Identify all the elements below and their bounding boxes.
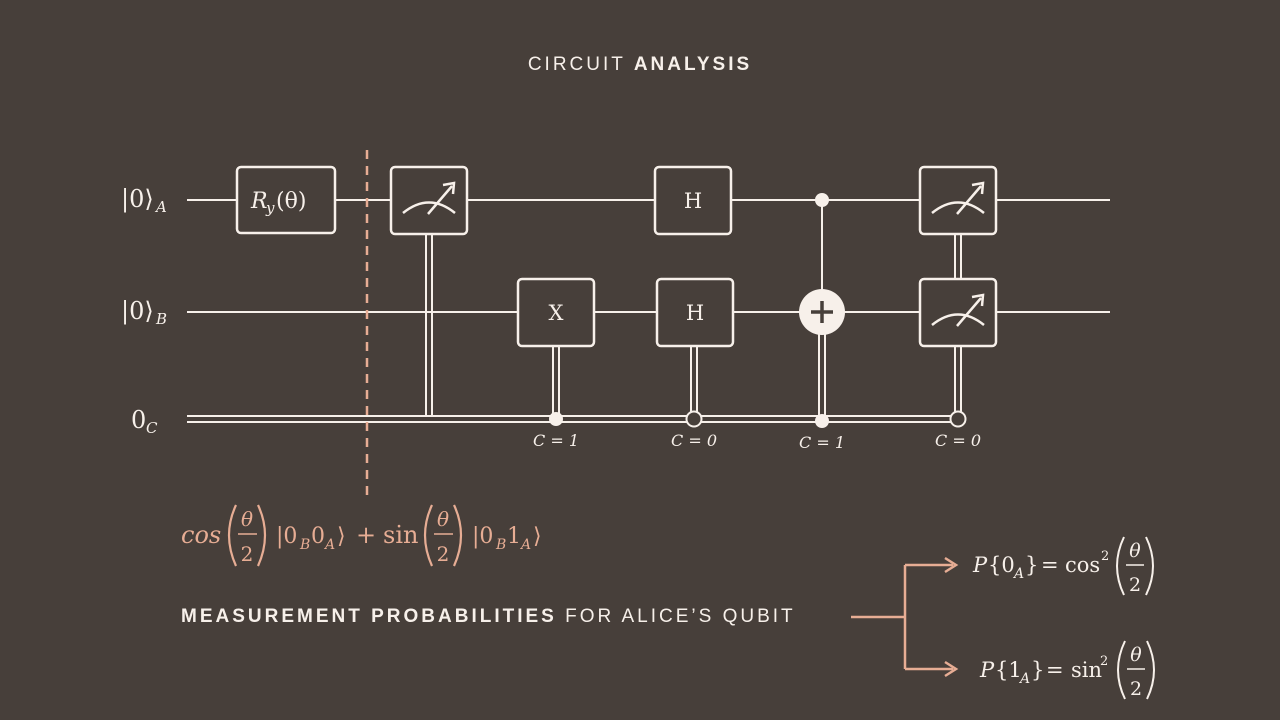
- condition-label-1: C = 1: [533, 431, 579, 450]
- condition-label-2: C = 0: [671, 431, 717, 450]
- cnot-control-dot: [815, 193, 829, 207]
- svg-text:|0: |0: [472, 524, 493, 549]
- probability-bracket: [851, 556, 959, 678]
- state-expression: cos θ 2 |0 B 0 A ⟩ + sin θ 2 |0 B 1: [181, 504, 542, 567]
- svg-text:2: 2: [241, 542, 254, 566]
- page-title: CIRCUIT ANALYSIS: [0, 54, 1280, 76]
- svg-text:P: P: [979, 658, 995, 682]
- measurement-bold: MEASUREMENT PROBABILITIES: [181, 606, 557, 627]
- svg-text:θ: θ: [241, 507, 253, 531]
- svg-text:(θ): (θ): [276, 189, 306, 214]
- measure-gate-final-a: [918, 165, 998, 236]
- svg-text:|0⟩: |0⟩: [121, 297, 154, 326]
- svg-text:{0: {0: [988, 553, 1015, 577]
- svg-text:⟩: ⟩: [533, 524, 542, 549]
- svg-text:A: A: [1012, 566, 1024, 582]
- classical-link-cnot: [818, 330, 826, 416]
- svg-text:2: 2: [1100, 654, 1108, 669]
- svg-text:}: }: [1025, 553, 1038, 577]
- x-gate: X: [516, 277, 596, 348]
- svg-text:P: P: [972, 553, 988, 577]
- svg-text:θ: θ: [437, 507, 449, 531]
- probability-formula-1: P {1 A } = sin 2 θ 2: [979, 640, 1155, 700]
- svg-text:sin: sin: [1071, 658, 1102, 682]
- svg-text:θ: θ: [1130, 644, 1142, 666]
- svg-text:=: =: [1041, 553, 1059, 577]
- condition-label-3: C = 1: [799, 433, 845, 452]
- svg-text:0: 0: [131, 406, 146, 434]
- svg-text:sin: sin: [383, 521, 418, 549]
- svg-text:H: H: [684, 189, 702, 213]
- svg-text:{1: {1: [995, 658, 1022, 682]
- classical-link-h: [690, 346, 698, 413]
- svg-text:=: =: [1046, 658, 1064, 682]
- svg-text:+: +: [356, 521, 376, 549]
- measurement-probabilities-heading: MEASUREMENT PROBABILITIES FOR ALICE’S QU…: [181, 606, 796, 628]
- svg-text:cos: cos: [181, 521, 221, 549]
- svg-text:1: 1: [507, 524, 521, 549]
- svg-text:|0: |0: [276, 524, 297, 549]
- svg-text:2: 2: [1101, 549, 1109, 564]
- svg-text:cos: cos: [1065, 553, 1100, 577]
- svg-text:X: X: [549, 301, 564, 325]
- arrow-head-bottom-icon: [944, 660, 959, 678]
- svg-text:H: H: [686, 301, 704, 325]
- measure-gate-a: [389, 165, 469, 236]
- svg-text:A: A: [519, 537, 531, 553]
- svg-text:A: A: [323, 537, 335, 553]
- probability-formula-0: P {0 A } = cos 2 θ 2: [972, 536, 1154, 596]
- svg-text:|0⟩: |0⟩: [121, 185, 154, 214]
- svg-text:B: B: [495, 537, 506, 553]
- svg-text:θ: θ: [1129, 540, 1141, 562]
- classical-control-filled-1: [549, 412, 563, 426]
- classical-link-measure-a: [425, 234, 433, 416]
- arrow-head-top-icon: [944, 556, 959, 574]
- svg-text:2: 2: [1130, 678, 1142, 700]
- svg-text:C: C: [146, 419, 158, 437]
- svg-text:0: 0: [311, 524, 325, 549]
- condition-label-4: C = 0: [935, 431, 981, 450]
- classical-control-open-2: [949, 410, 967, 428]
- svg-text:R: R: [250, 189, 268, 214]
- classical-link-x: [552, 346, 560, 414]
- classical-control-open-1: [685, 410, 703, 428]
- measurement-plain: FOR ALICE’S QUBIT: [565, 606, 796, 627]
- classical-label-c: 0 C: [131, 406, 158, 437]
- title-plain: CIRCUIT: [527, 54, 626, 75]
- measure-gate-final-b: [918, 277, 998, 348]
- title-bold: ANALYSIS: [633, 54, 753, 75]
- qubit-label-b: |0⟩ B: [121, 297, 167, 328]
- ry-gate: R y (θ): [235, 165, 337, 235]
- svg-text:A: A: [154, 198, 167, 216]
- svg-text:⟩: ⟩: [337, 524, 346, 549]
- classical-control-filled-2: [815, 414, 829, 428]
- svg-text:y: y: [265, 199, 275, 217]
- svg-text:B: B: [155, 310, 167, 328]
- svg-text:}: }: [1031, 658, 1044, 682]
- svg-text:2: 2: [437, 542, 450, 566]
- classical-wire: [187, 415, 958, 423]
- svg-text:2: 2: [1129, 574, 1141, 596]
- svg-text:A: A: [1018, 671, 1030, 687]
- svg-text:B: B: [299, 537, 310, 553]
- h-gate-top: H: [653, 165, 733, 236]
- qubit-label-a: |0⟩ A: [121, 185, 167, 216]
- cnot-target: [799, 289, 845, 335]
- h-gate-bottom: H: [655, 277, 735, 348]
